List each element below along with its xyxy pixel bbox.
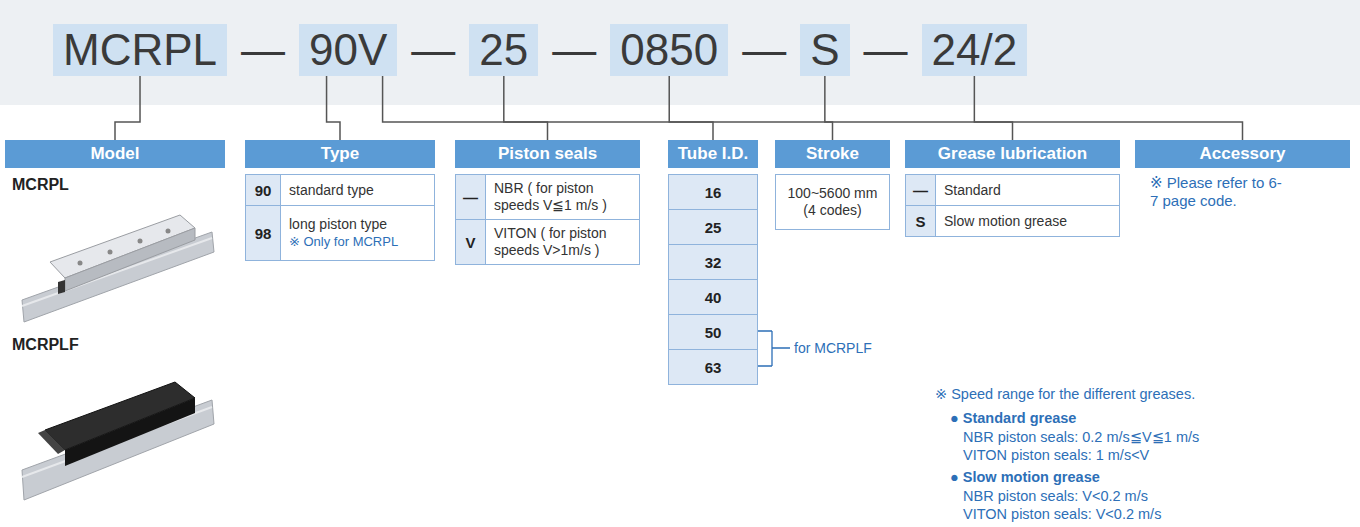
box-text: NBR ( for piston speeds V≦1 m/s ) xyxy=(494,180,631,214)
description-cell: 100~5600 mm (4 codes) xyxy=(775,174,890,230)
box-text: Tube I.D. xyxy=(678,144,749,164)
box-text: 40 xyxy=(705,289,722,306)
note-text: ※ Please refer to 6-7 page code. xyxy=(1150,174,1290,210)
leader-line xyxy=(115,76,140,140)
box-text: 90V xyxy=(309,24,387,76)
model-name: MCRPLF xyxy=(12,336,79,354)
tube-cell: 63 xyxy=(668,349,758,385)
code-segment: MCRPL xyxy=(53,24,227,76)
leader-line xyxy=(974,76,1242,140)
tube-cell: 32 xyxy=(668,244,758,280)
code-cell: V xyxy=(455,219,486,265)
code-segment: 90V xyxy=(299,24,397,76)
box-text: VITON ( for piston speeds V>1m/s ) xyxy=(494,225,631,259)
leader-line xyxy=(825,76,1013,140)
box-text: Piston seals xyxy=(498,144,597,164)
code-cell: — xyxy=(455,174,486,220)
box-text: S xyxy=(810,24,839,76)
box-text: 100~5600 mm (4 codes) xyxy=(784,185,881,219)
leader-line xyxy=(327,76,340,140)
category-header: Tube I.D. xyxy=(668,140,758,168)
box-text: Grease lubrication xyxy=(938,144,1087,164)
box-text: Stroke xyxy=(806,144,859,164)
box-text: 32 xyxy=(705,254,722,271)
note-text: ● Standard grease xyxy=(950,410,1076,427)
separator-dash: — xyxy=(241,24,285,76)
box-text: 25 xyxy=(479,24,528,76)
code-cell: 98 xyxy=(245,205,281,261)
note-text: NBR piston seals: 0.2 m/s≦V≦1 m/s xyxy=(963,429,1199,446)
category-header: Piston seals xyxy=(455,140,640,168)
box-text: Slow motion grease xyxy=(944,213,1111,230)
tube-cell: 50 xyxy=(668,314,758,350)
category-header: Model xyxy=(5,140,225,168)
leader-line xyxy=(504,76,713,140)
box-text: 0850 xyxy=(620,24,718,76)
category-header: Accessory xyxy=(1135,140,1350,168)
box-text: MCRPL xyxy=(63,24,217,76)
box-text: 90 xyxy=(255,182,272,199)
box-text: long piston type xyxy=(289,216,426,233)
description-cell: standard type xyxy=(280,174,435,206)
code-cell: S xyxy=(905,205,936,237)
category-header: Stroke xyxy=(775,140,890,168)
code-segment: S xyxy=(800,24,849,76)
bracket xyxy=(758,331,790,366)
note-text: VITON piston seals: 1 m/s<V xyxy=(963,447,1149,464)
box-text: Accessory xyxy=(1199,144,1285,164)
box-text: Model xyxy=(90,144,139,164)
tube-cell: 25 xyxy=(668,209,758,245)
box-text: S xyxy=(915,213,925,230)
description-cell: Slow motion grease xyxy=(935,205,1120,237)
leader-line xyxy=(669,76,832,140)
mcrpl-photo xyxy=(22,215,214,322)
box-text: — xyxy=(463,189,478,206)
box-text: 24/2 xyxy=(932,24,1018,76)
note-text: ※ Only for MCRPL xyxy=(289,233,426,250)
box-text: standard type xyxy=(289,182,426,199)
description-cell: Standard xyxy=(935,174,1120,206)
separator-dash: — xyxy=(411,24,455,76)
note-text: ● Slow motion grease xyxy=(950,469,1100,486)
separator-dash: — xyxy=(552,24,596,76)
note-text: for MCRPLF xyxy=(794,340,872,356)
box-text: V xyxy=(465,234,475,251)
note-text: ※ Speed range for the different greases. xyxy=(935,386,1195,403)
code-cell: — xyxy=(905,174,936,206)
code-cell: 90 xyxy=(245,174,281,206)
tube-cell: 16 xyxy=(668,174,758,210)
leader-line xyxy=(383,76,548,140)
category-header: Grease lubrication xyxy=(905,140,1120,168)
category-header: Type xyxy=(245,140,435,168)
description-cell: VITON ( for piston speeds V>1m/s ) xyxy=(485,219,640,265)
separator-dash: — xyxy=(742,24,786,76)
box-text: 25 xyxy=(705,219,722,236)
box-text: 16 xyxy=(705,184,722,201)
code-segment: 24/2 xyxy=(922,24,1028,76)
description-cell: long piston type※ Only for MCRPL xyxy=(280,205,435,261)
box-text: 63 xyxy=(705,359,722,376)
tube-cell: 40 xyxy=(668,279,758,315)
note-text: NBR piston seals: V<0.2 m/s xyxy=(963,488,1148,505)
box-text: Type xyxy=(321,144,359,164)
code-segment: 0850 xyxy=(610,24,728,76)
box-text: 50 xyxy=(705,324,722,341)
description-cell: NBR ( for piston speeds V≦1 m/s ) xyxy=(485,174,640,220)
box-text: 98 xyxy=(255,225,272,242)
box-text: — xyxy=(913,182,928,199)
mcrplf-photo xyxy=(22,382,214,500)
separator-dash: — xyxy=(864,24,908,76)
code-segment: 25 xyxy=(469,24,538,76)
note-text: VITON piston seals: V<0.2 m/s xyxy=(963,506,1161,523)
box-text: Standard xyxy=(944,182,1111,199)
model-name: MCRPL xyxy=(12,176,69,194)
